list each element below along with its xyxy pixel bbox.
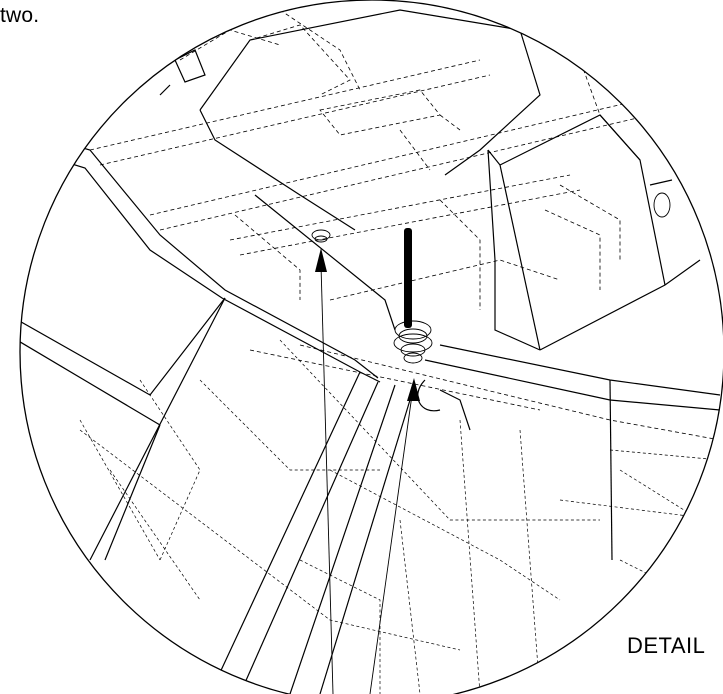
housing-outline: [20, 9, 721, 561]
leader-arrow-right: [369, 378, 420, 694]
lower-body-outline: [20, 297, 641, 694]
hidden-lines: [79, 9, 721, 694]
instruction-text-fragment: two.: [0, 4, 40, 27]
leader-arrow-left: [315, 248, 334, 694]
pin-assembly: [393, 228, 433, 364]
hardware: [311, 228, 433, 694]
detail-circle-boundary: [19, 0, 723, 694]
detail-label: DETAIL: [627, 633, 706, 658]
detail-view-contents: [20, 9, 721, 694]
screw-boss-left: [311, 229, 331, 243]
